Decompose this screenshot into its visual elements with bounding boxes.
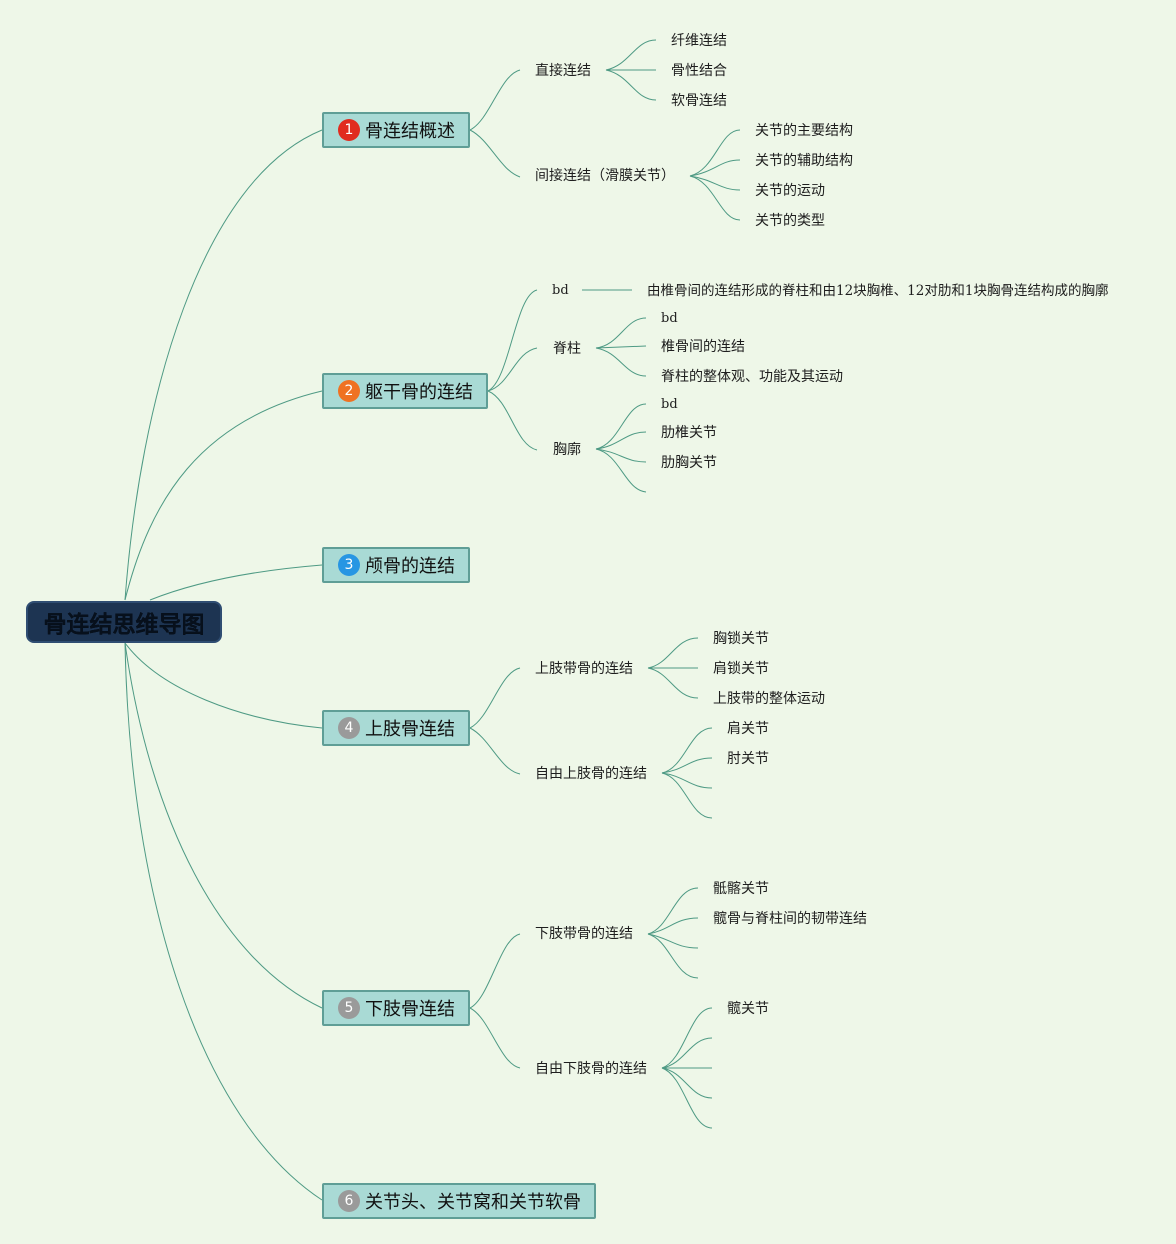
node-lower-girdle[interactable]: 下肢带骨的连结 [535, 926, 633, 942]
number-badge: 2 [338, 380, 360, 402]
node-thorax[interactable]: 胸廓 [553, 442, 581, 458]
topic-label: 下肢骨连结 [365, 999, 455, 1020]
topic-label: 躯干骨的连结 [365, 382, 473, 403]
node-direct-connection[interactable]: 直接连结 [535, 63, 591, 79]
number-badge: 3 [338, 554, 360, 576]
node-girdle-movement[interactable]: 上肢带的整体运动 [713, 691, 825, 707]
node-joint-aux-structure[interactable]: 关节的辅助结构 [755, 153, 853, 169]
node-sternocostal-joint[interactable]: 肋胸关节 [661, 455, 717, 471]
topic-upper-limb[interactable]: 4 上肢骨连结 [322, 710, 470, 746]
number-badge: 6 [338, 1190, 360, 1212]
number-badge: 5 [338, 997, 360, 1019]
number-badge: 1 [338, 119, 360, 141]
topic-skull[interactable]: 3 颅骨的连结 [322, 547, 470, 583]
node-free-lower-limb[interactable]: 自由下肢骨的连结 [535, 1061, 647, 1077]
topic-label: 骨连结概述 [365, 121, 455, 142]
node-joint-movement[interactable]: 关节的运动 [755, 183, 825, 199]
topic-label: 上肢骨连结 [365, 719, 455, 740]
node-free-upper-limb[interactable]: 自由上肢骨的连结 [535, 766, 647, 782]
node-intervertebral-joint[interactable]: 椎骨间的连结 [661, 339, 745, 355]
node-spine[interactable]: 脊柱 [553, 341, 581, 357]
node-joint-main-structure[interactable]: 关节的主要结构 [755, 123, 853, 139]
node-indirect-connection[interactable]: 间接连结（滑膜关节） [535, 168, 675, 184]
node-shoulder-joint[interactable]: 肩关节 [727, 721, 769, 737]
node-spine-bd[interactable]: bd [661, 311, 678, 326]
node-upper-girdle[interactable]: 上肢带骨的连结 [535, 661, 633, 677]
topic-trunk[interactable]: 2 躯干骨的连结 [322, 373, 488, 409]
topic-joint-parts[interactable]: 6 关节头、关节窝和关节软骨 [322, 1183, 596, 1219]
node-fibrous-joint[interactable]: 纤维连结 [671, 33, 727, 49]
node-thorax-bd[interactable]: bd [661, 397, 678, 412]
node-hip-joint[interactable]: 髋关节 [727, 1001, 769, 1017]
node-elbow-joint[interactable]: 肘关节 [727, 751, 769, 767]
node-hip-spine-ligaments[interactable]: 髋骨与脊柱间的韧带连结 [713, 911, 867, 927]
node-bd-description[interactable]: 由椎骨间的连结形成的脊柱和由12块胸椎、12对肋和1块胸骨连结构成的胸廓 [647, 283, 1109, 299]
node-synostosis[interactable]: 骨性结合 [671, 63, 727, 79]
topic-label: 关节头、关节窝和关节软骨 [365, 1192, 581, 1213]
node-sacroiliac-joint[interactable]: 骶髂关节 [713, 881, 769, 897]
node-acromioclavicular-joint[interactable]: 肩锁关节 [713, 661, 769, 677]
node-bd[interactable]: bd [552, 283, 569, 298]
node-cartilaginous-joint[interactable]: 软骨连结 [671, 93, 727, 109]
topic-overview[interactable]: 1 骨连结概述 [322, 112, 470, 148]
node-costovertebral-joint[interactable]: 肋椎关节 [661, 425, 717, 441]
root-label: 骨连结思维导图 [43, 612, 205, 638]
topic-lower-limb[interactable]: 5 下肢骨连结 [322, 990, 470, 1026]
node-joint-types[interactable]: 关节的类型 [755, 213, 825, 229]
topic-label: 颅骨的连结 [365, 556, 455, 577]
number-badge: 4 [338, 717, 360, 739]
node-sternoclavicular-joint[interactable]: 胸锁关节 [713, 631, 769, 647]
node-spine-overview[interactable]: 脊柱的整体观、功能及其运动 [661, 369, 843, 385]
root-node[interactable]: 骨连结思维导图 [26, 601, 222, 643]
